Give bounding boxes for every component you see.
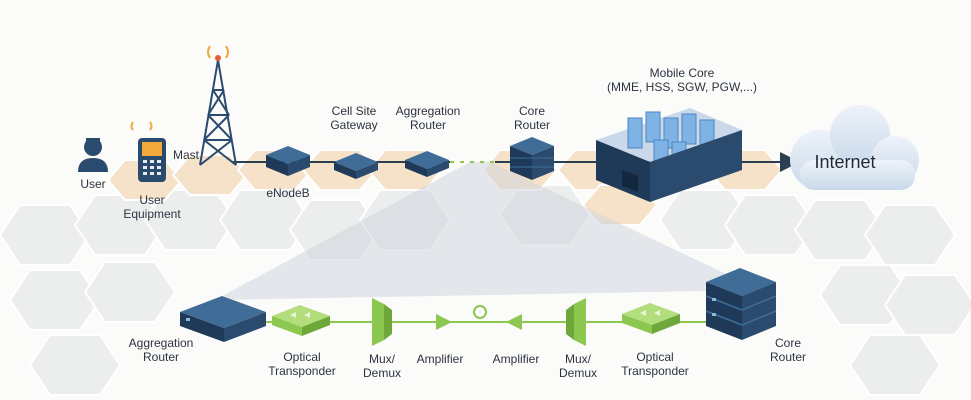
label-user: User [80, 177, 106, 191]
core-router-bottom-icon [705, 268, 777, 340]
label-mast: Mast [172, 148, 200, 162]
mobile-core-building-icon [596, 108, 742, 202]
label-core-router-bottom: Core Router [769, 336, 807, 364]
optical-transponder-right-icon [622, 303, 680, 334]
mux-demux-left-icon [372, 298, 392, 346]
label-mux-demux-right: Mux/ Demux [558, 352, 598, 380]
core-router-top-icon [510, 137, 554, 180]
label-enodeb: eNodeB [266, 186, 310, 200]
label-internet: Internet [814, 152, 876, 172]
optical-transponder-left-icon [272, 305, 330, 336]
label-user-equipment: User Equipment [123, 193, 181, 221]
mast-icon [199, 45, 237, 166]
phone-icon [130, 121, 166, 182]
label-mux-demux-left: Mux/ Demux [362, 352, 402, 380]
fiber-spool-icon [473, 305, 487, 319]
amplifier-left-icon [436, 314, 452, 330]
label-aggregation-router-top: Aggregation Router [395, 104, 461, 132]
internet-cloud-icon [790, 105, 919, 190]
enodeb-icon [266, 146, 310, 176]
user-icon [78, 138, 108, 172]
label-optical-transponder-left: Optical Transponder [268, 350, 336, 378]
mux-demux-right-icon [566, 298, 586, 346]
label-amplifier-right: Amplifier [492, 352, 540, 366]
cell-site-gateway-icon [334, 153, 378, 179]
aggregation-router-bottom-icon [180, 296, 266, 342]
amplifier-right-icon [506, 314, 522, 330]
label-optical-transponder-right: Optical Transponder [621, 350, 689, 378]
label-core-router-top: Core Router [513, 104, 551, 132]
mast-antenna-icon [215, 55, 221, 61]
aggregation-router-top-icon [405, 151, 449, 177]
label-aggregation-router-bottom: Aggregation Router [128, 336, 194, 364]
label-amplifier-left: Amplifier [416, 352, 464, 366]
internet-arrow-icon [780, 152, 800, 172]
label-mobile-core: Mobile Core (MME, HSS, SGW, PGW,...) [606, 66, 758, 94]
label-cell-site-gateway: Cell Site Gateway [330, 104, 378, 132]
zoom-projection [215, 162, 760, 300]
